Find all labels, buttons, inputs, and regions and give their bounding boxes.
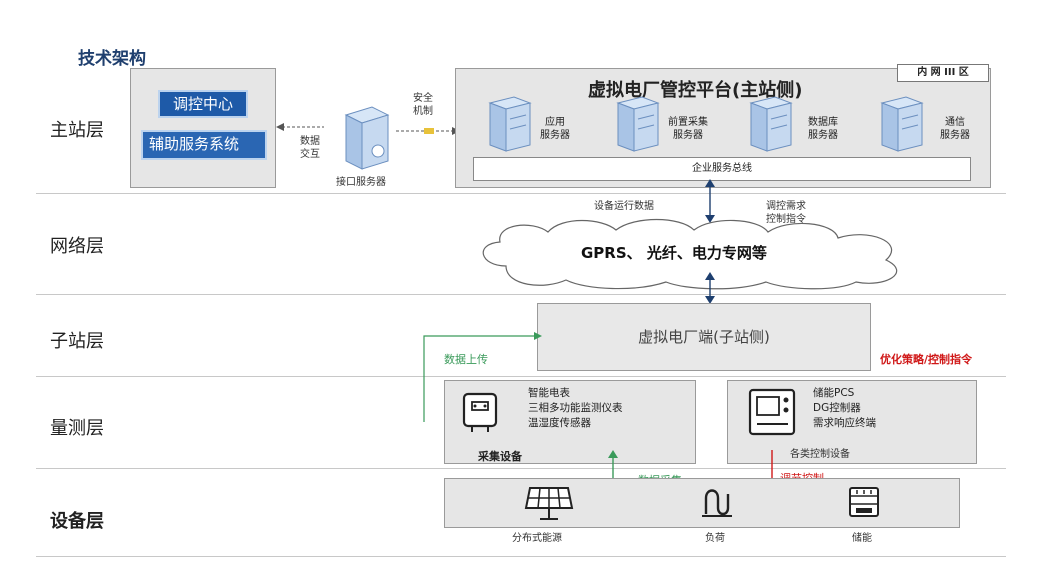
layer-divider xyxy=(36,294,1006,295)
layer-label-measure: 量测层 xyxy=(50,418,104,439)
exchange-arrow-icon xyxy=(276,123,324,131)
data-upload-label: 数据上传 xyxy=(444,353,488,366)
server-icon xyxy=(488,96,532,152)
page-title: 技术架构 xyxy=(78,49,146,69)
data-exchange-label: 数据交互 xyxy=(300,136,320,160)
service-bus: 企业服务总线 xyxy=(473,157,971,181)
layer-label-sub: 子站层 xyxy=(50,331,104,352)
control-device-label: 各类控制设备 xyxy=(790,449,850,460)
server-icon xyxy=(616,96,660,152)
upload-arrow-icon xyxy=(423,332,542,422)
server-label: 数据库服务器 xyxy=(808,117,838,141)
dispatch-center: 调控中心 xyxy=(158,90,248,118)
layer-divider xyxy=(36,193,1006,194)
network-cloud-label: GPRS、 光纤、电力专网等 xyxy=(581,244,767,262)
layer-label-network: 网络层 xyxy=(50,236,104,257)
device-label-storage: 储能 xyxy=(852,533,872,544)
collection-device-label: 采集设备 xyxy=(478,450,522,463)
server-label: 前置采集服务器 xyxy=(668,117,708,141)
layer-divider xyxy=(36,468,1006,469)
security-arrow-icon xyxy=(396,127,460,135)
server-icon xyxy=(880,96,924,152)
collection-items: 智能电表 三相多功能监测仪表 温湿度传感器 xyxy=(528,387,623,429)
vpp-terminal: 虚拟电厂端(子站侧) xyxy=(537,303,871,371)
server-icon xyxy=(344,106,390,170)
platform-title: 虚拟电厂管控平台(主站侧) xyxy=(588,80,803,101)
controller-icon xyxy=(748,388,796,436)
zone-label: 内 网 III 区 xyxy=(897,64,989,82)
run-data-label: 设备运行数据 xyxy=(594,201,654,212)
control-items: 储能PCS DG控制器 需求响应终端 xyxy=(813,387,876,429)
solar-panel-icon xyxy=(524,487,574,520)
aux-service-system: 辅助服务系统 xyxy=(141,130,267,160)
server-label: 应用服务器 xyxy=(540,117,570,141)
meter-icon xyxy=(462,392,498,432)
cloud-icon xyxy=(482,218,898,290)
security-label: 安全机制 xyxy=(413,93,433,117)
server-icon xyxy=(749,96,793,152)
layer-label-device: 设备层 xyxy=(50,511,104,532)
bidirectional-arrow-icon xyxy=(705,272,715,304)
bidirectional-arrow-icon xyxy=(705,179,715,223)
strategy-label: 优化策略/控制指令 xyxy=(880,353,973,366)
layer-label-master: 主站层 xyxy=(50,120,104,141)
control-demand-label: 调控需求控制指令 xyxy=(766,201,806,225)
device-label-der: 分布式能源 xyxy=(512,533,562,544)
layer-divider xyxy=(36,556,1006,557)
dispatch-group xyxy=(130,68,276,188)
load-icon xyxy=(702,489,732,517)
battery-icon xyxy=(849,487,879,517)
device-label-load: 负荷 xyxy=(705,533,725,544)
interface-server-label: 接口服务器 xyxy=(336,177,386,188)
layer-divider xyxy=(36,376,1006,377)
server-label: 通信服务器 xyxy=(940,117,970,141)
